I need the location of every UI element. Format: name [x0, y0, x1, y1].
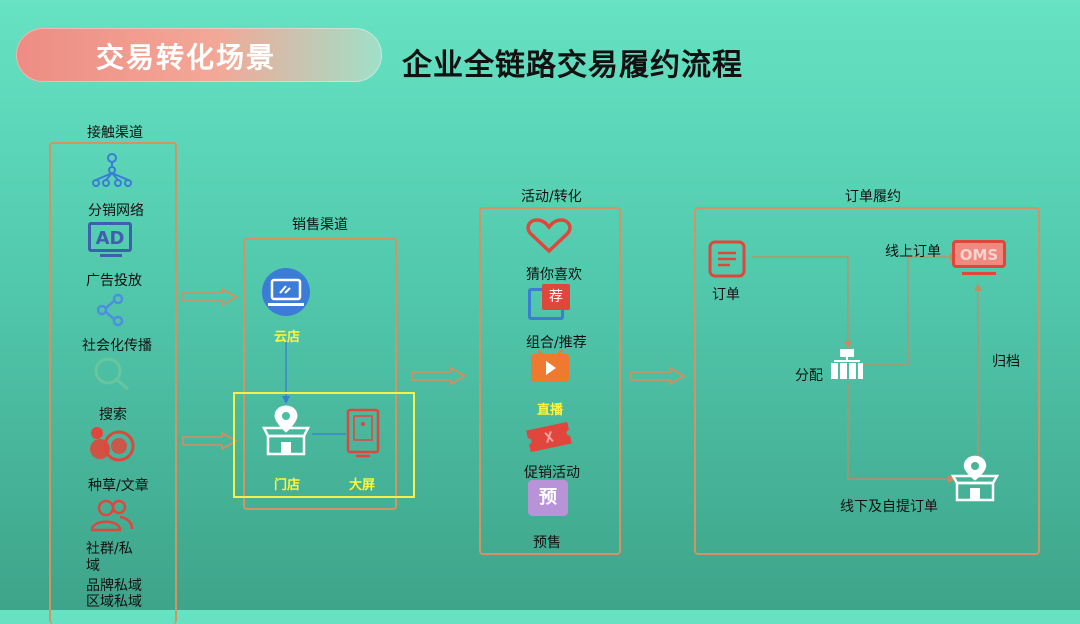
- presale-icon: 预: [528, 480, 568, 516]
- bubbles-icon: [90, 427, 135, 462]
- online-order-label: 线上订单: [885, 244, 941, 260]
- network-icon: [92, 153, 132, 187]
- big-screen-label: 大屏: [349, 478, 376, 493]
- touch-item-search: 搜索: [99, 407, 127, 423]
- ad-icon: AD: [88, 222, 132, 252]
- scene-title-pill: 交易转化场景: [16, 28, 382, 82]
- cloud-store-icon: [262, 268, 310, 316]
- touch-item-region-private: 区域私域: [86, 594, 142, 610]
- activity-box: [479, 207, 621, 555]
- sales-channels-title: 销售渠道: [292, 217, 348, 233]
- fulfillment-title: 订单履约: [845, 189, 901, 205]
- coupon-icon: [526, 421, 572, 453]
- cloud-store-label: 云店: [274, 330, 301, 345]
- order-label: 订单: [712, 287, 740, 303]
- live-icon: [531, 349, 569, 382]
- oms-icon-stand: [962, 272, 996, 275]
- big-screen-icon: [346, 408, 380, 458]
- activity-title: 活动/转化: [521, 189, 582, 205]
- touch-item-seeding: 种草/文章: [88, 478, 149, 494]
- touch-item-social: 社会化传播: [82, 338, 152, 354]
- page-title: 企业全链路交易履约流程: [402, 48, 743, 83]
- store-label: 门店: [274, 478, 301, 493]
- touch-channels-box: [49, 142, 177, 624]
- activity-combo: 组合/推荐: [526, 335, 587, 351]
- order-icon: [708, 240, 746, 278]
- activity-presale: 预售: [533, 535, 561, 551]
- scene-title: 交易转化场景: [96, 41, 277, 74]
- touch-item-brand-private: 品牌私域: [86, 578, 142, 594]
- archive-label: 归档: [992, 354, 1020, 370]
- share-icon: [96, 293, 124, 327]
- offline-order-label: 线下及自提订单: [840, 499, 938, 515]
- arrow-sales-to-activity: [411, 366, 467, 386]
- heart-icon: [526, 218, 572, 254]
- arrow-touch-to-sales-2: [182, 431, 238, 451]
- activity-live: 直播: [537, 403, 564, 418]
- activity-guess-like: 猜你喜欢: [526, 267, 582, 283]
- users-icon: [90, 499, 134, 532]
- touch-channels-title: 接触渠道: [87, 125, 143, 141]
- arrow-activity-to-fulfillment: [630, 366, 686, 386]
- touch-item-advertising: 广告投放: [86, 273, 142, 289]
- highlight-box: [233, 392, 415, 498]
- offline-store-icon: [950, 455, 1000, 502]
- connector-cloud-to-store: [282, 342, 290, 404]
- sales-channels-box: [243, 238, 397, 510]
- recommend-icon: 荐: [542, 284, 570, 310]
- distribute-label: 分配: [795, 368, 823, 384]
- fulfillment-box: [694, 207, 1040, 555]
- oms-icon: OMS: [952, 240, 1006, 268]
- ad-icon-stand: [100, 254, 122, 257]
- store-icon: [261, 405, 311, 456]
- search-icon: [94, 357, 129, 391]
- touch-item-distribution: 分销网络: [88, 203, 144, 219]
- arrow-touch-to-sales-1: [182, 287, 238, 307]
- activity-promotion: 促销活动: [524, 465, 580, 481]
- touch-item-community: 社群/私 域: [86, 541, 133, 574]
- connector-store-screen: [312, 433, 346, 435]
- distribute-icon: [831, 349, 863, 379]
